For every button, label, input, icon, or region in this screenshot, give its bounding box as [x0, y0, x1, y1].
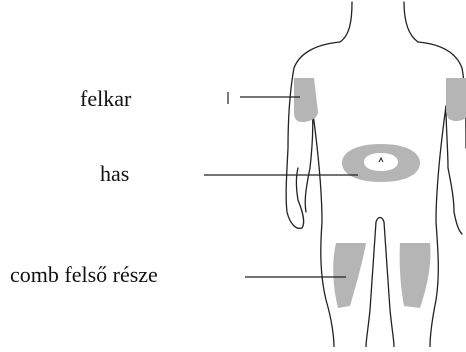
left-arm-inner — [305, 106, 313, 212]
navel-mark — [379, 158, 383, 162]
thigh-zone-right — [400, 243, 431, 308]
torso-right-side — [430, 106, 446, 347]
label-upper-arm: felkar — [80, 88, 131, 110]
upper-arm-zone-right — [446, 78, 466, 121]
abdomen-zone — [342, 144, 420, 182]
thigh-zone-left — [333, 243, 366, 308]
label-abdomen: has — [100, 163, 129, 185]
right-arm-inner — [446, 106, 462, 234]
upper-arm-zone-left — [294, 78, 318, 122]
left-leg-inner — [366, 222, 376, 347]
injection-zones — [294, 78, 466, 308]
crotch — [376, 218, 384, 223]
torso-left-side — [312, 106, 334, 347]
right-leg-inner — [384, 222, 394, 347]
neck-right — [404, 2, 418, 42]
neck-left — [340, 2, 352, 42]
label-upper-thigh: comb felső része — [10, 264, 158, 286]
